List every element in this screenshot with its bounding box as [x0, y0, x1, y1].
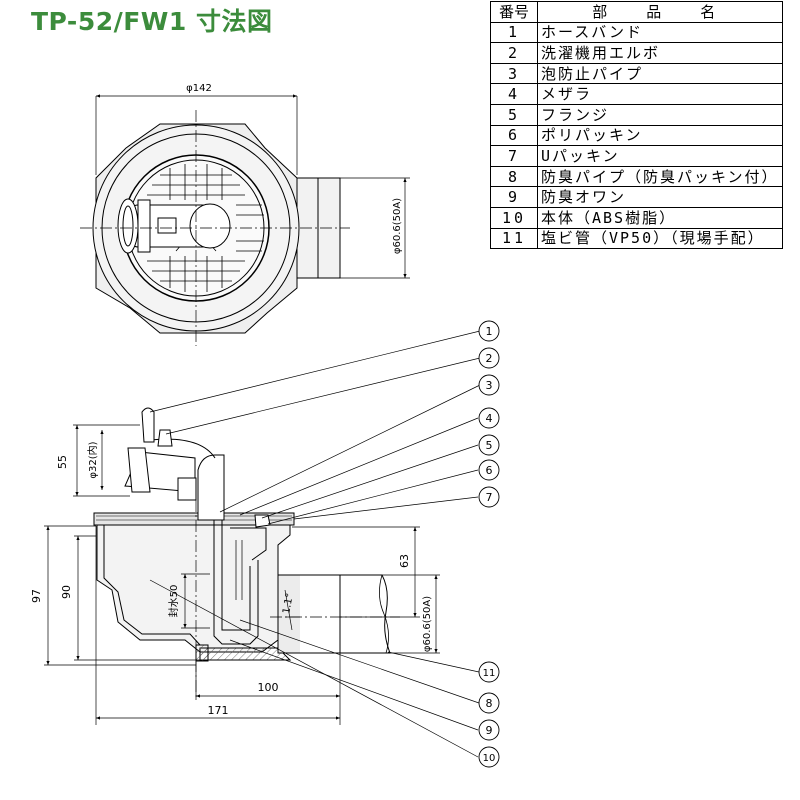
- callout-3-label: 3: [486, 379, 493, 392]
- part-name: ポリパッキン: [537, 124, 783, 147]
- slope-label: 1.1°: [281, 592, 295, 614]
- dim-97-label: 97: [30, 589, 43, 603]
- section-trap: [213, 514, 271, 645]
- dim-trap-label: 封水50: [167, 585, 180, 618]
- callout-8-label: 8: [486, 697, 493, 710]
- callout-5: [478, 434, 500, 456]
- callout-11: [478, 661, 500, 683]
- callout-numbers: 1 2 3 4 5 6 7 11 8 9 10: [483, 325, 496, 764]
- parts-header-number: 番号: [490, 1, 538, 23]
- callout-4: [478, 407, 500, 429]
- callout-10: [478, 746, 500, 768]
- dim-55-label: 55: [56, 455, 69, 469]
- part-number: 3: [490, 62, 538, 85]
- callout-circles: [478, 320, 500, 768]
- section-outlet-pipe: [277, 574, 391, 654]
- dim-top-outlet: [340, 177, 410, 279]
- callout-2: [478, 347, 500, 369]
- dim-100-label: 100: [258, 681, 279, 694]
- callout-6: [478, 459, 500, 481]
- callout-3: [478, 374, 500, 396]
- dim-top-width-label: φ142: [186, 83, 212, 94]
- callout-9: [478, 719, 500, 741]
- callout-2-label: 2: [486, 352, 493, 365]
- callout-11-label: 11: [483, 668, 496, 679]
- dim-171-label: 171: [208, 704, 229, 717]
- dim-90-label: 90: [60, 585, 73, 599]
- section-dims: [44, 424, 440, 725]
- callout-leaders: [149, 330, 481, 758]
- callout-1: [478, 320, 500, 342]
- dim-hose-label: φ32(内): [86, 441, 99, 478]
- dim-top-width: [95, 94, 298, 175]
- section-body: [93, 512, 295, 662]
- part-number: 10: [490, 206, 538, 229]
- callout-8: [478, 692, 500, 714]
- dim-top-outlet-label: φ60.6(50A): [392, 198, 403, 254]
- dim-63-label: 63: [398, 554, 411, 568]
- hose-elbow: [117, 198, 231, 254]
- callout-6-label: 6: [486, 464, 493, 477]
- part-name: フランジ: [537, 103, 783, 126]
- part-number: 11: [490, 227, 538, 250]
- callout-1-label: 1: [486, 325, 493, 338]
- part-name: 塩ビ管（VP50）（現場手配）: [537, 227, 783, 250]
- parts-table-header: 番号 部 品 名: [490, 1, 783, 23]
- callout-10-label: 10: [483, 753, 496, 764]
- section-elbow: [124, 407, 225, 521]
- part-name: 防臭オワン: [537, 186, 783, 208]
- callout-9-label: 9: [486, 724, 493, 737]
- callout-7-label: 7: [486, 491, 493, 504]
- part-name: メザラ: [537, 83, 783, 105]
- page-title: TP-52/FW1 寸法図: [31, 7, 273, 36]
- callout-7: [478, 486, 500, 508]
- callout-5-label: 5: [486, 439, 493, 452]
- top-center-lines: [80, 110, 350, 346]
- callout-4-label: 4: [486, 412, 493, 425]
- dim-outlet-label: φ60.6(50A): [422, 596, 433, 652]
